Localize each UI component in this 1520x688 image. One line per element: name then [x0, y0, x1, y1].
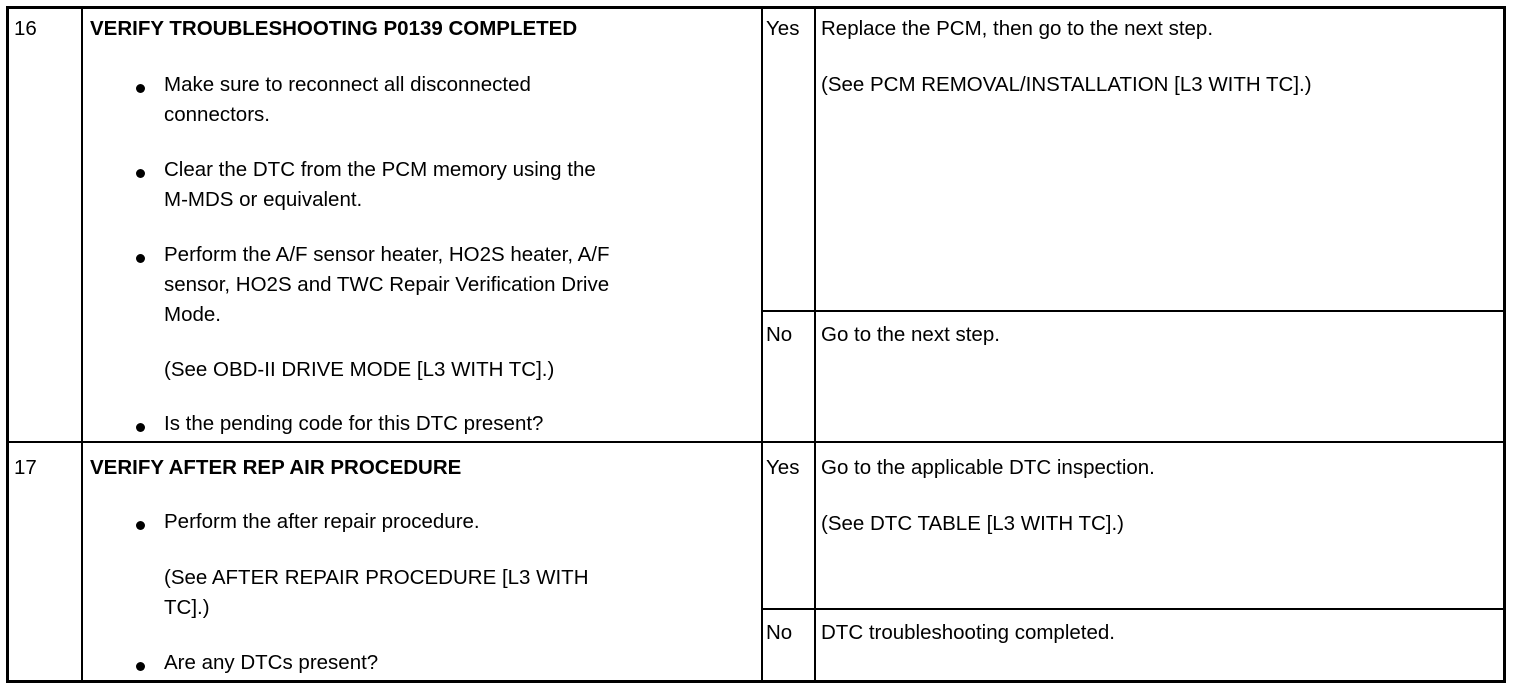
- bullet-text: Make sure to reconnect all disconnected: [164, 73, 531, 96]
- bullet-text: Perform the A/F sensor heater, HO2S heat…: [164, 243, 610, 266]
- step-title: VERIFY AFTER REP AIR PROCEDURE: [90, 456, 462, 479]
- column-divider-step: [81, 9, 83, 680]
- step-number: 16: [14, 17, 37, 40]
- bullet-icon: [136, 662, 145, 671]
- bullet-text: Mode.: [164, 303, 221, 326]
- bullet-icon: [136, 169, 145, 178]
- bullet-icon: [136, 254, 145, 263]
- bullet-text: Are any DTCs present?: [164, 651, 379, 674]
- bullet-text: sensor, HO2S and TWC Repair Verification…: [164, 273, 610, 296]
- no-label: No: [766, 323, 793, 346]
- bullet-text: M-MDS or equivalent.: [164, 188, 363, 211]
- no-action: Go to the next step.: [821, 323, 1000, 346]
- reference-text: (See OBD-II DRIVE MODE [L3 WITH TC].): [164, 358, 555, 381]
- bullet-icon: [136, 423, 145, 432]
- yes-action: Go to the applicable DTC inspection.: [821, 456, 1155, 479]
- bullet-icon: [136, 84, 145, 93]
- column-divider-result: [814, 9, 816, 680]
- no-action: DTC troubleshooting completed.: [821, 621, 1115, 644]
- yes-action: Replace the PCM, then go to the next ste…: [821, 17, 1214, 40]
- yes-label: Yes: [766, 456, 800, 479]
- reference-text: (See AFTER REPAIR PROCEDURE [L3 WITH: [164, 566, 589, 589]
- yes-reference: (See PCM REMOVAL/INSTALLATION [L3 WITH T…: [821, 73, 1312, 96]
- no-label: No: [766, 621, 793, 644]
- yes-no-divider-17: [761, 608, 1503, 610]
- column-divider-action: [761, 9, 763, 680]
- step-title: VERIFY TROUBLESHOOTING P0139 COMPLETED: [90, 17, 578, 40]
- yes-label: Yes: [766, 17, 800, 40]
- reference-text: TC].): [164, 596, 210, 619]
- yes-no-divider-16: [761, 310, 1503, 312]
- bullet-icon: [136, 521, 145, 530]
- bullet-text: Perform the after repair procedure.: [164, 510, 480, 533]
- bullet-text: Is the pending code for this DTC present…: [164, 412, 544, 435]
- step-number: 17: [14, 456, 37, 479]
- troubleshooting-table: 16 VERIFY TROUBLESHOOTING P0139 COMPLETE…: [6, 6, 1506, 683]
- bullet-text: Clear the DTC from the PCM memory using …: [164, 158, 596, 181]
- row-divider: [9, 441, 1503, 443]
- yes-reference: (See DTC TABLE [L3 WITH TC].): [821, 512, 1125, 535]
- bullet-text: connectors.: [164, 103, 270, 126]
